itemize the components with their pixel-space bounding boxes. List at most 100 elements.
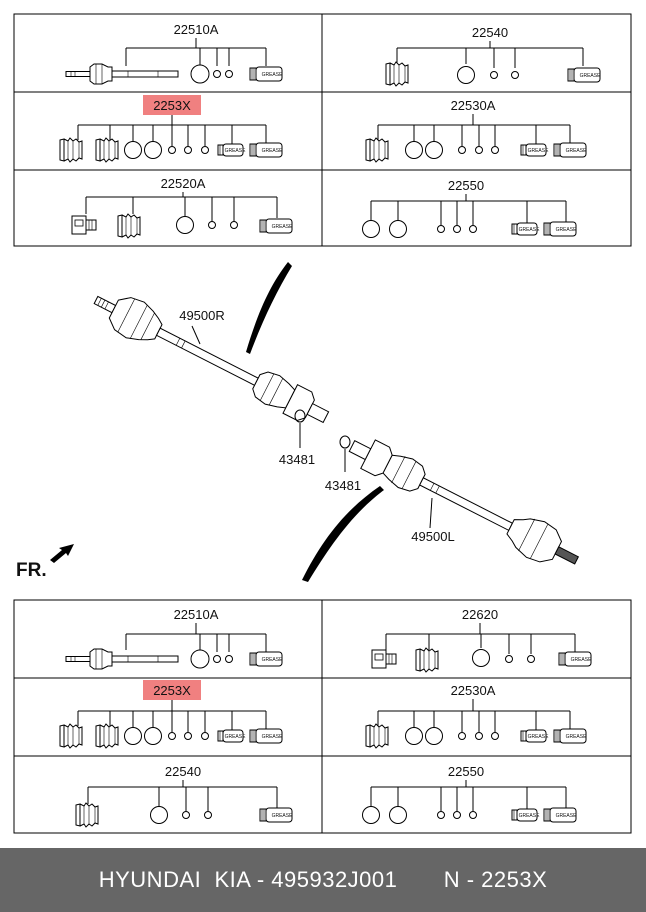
clamp-ring-icon <box>491 732 499 740</box>
clamp-ring-icon <box>208 221 216 229</box>
clamp-ring-icon <box>437 811 445 819</box>
grease-tube-icon: GREASE <box>520 729 550 743</box>
boot-ring-icon <box>457 66 475 84</box>
cell-22530a[interactable]: 22530A GREASE GREASE <box>365 683 588 749</box>
grease-tube-icon: GREASE <box>217 143 247 157</box>
snap-ring-icon <box>339 435 351 449</box>
clamp-ring-icon <box>490 71 498 79</box>
clamp-ring-icon <box>475 732 483 740</box>
snap-ring-43481-right[interactable]: 43481 <box>279 409 315 467</box>
clamp-ring-icon <box>168 732 176 740</box>
grease-tube-icon: GREASE <box>249 66 283 82</box>
highlight-box <box>143 95 201 115</box>
boot-icon <box>95 723 119 749</box>
svg-text:GREASE: GREASE <box>262 657 284 663</box>
clamp-ring-icon <box>182 811 190 819</box>
cell-label: 22510A <box>174 22 219 37</box>
boot-ring-icon <box>362 806 380 824</box>
svg-text:GREASE: GREASE <box>225 148 247 154</box>
boot-ring-icon <box>176 216 194 234</box>
callout-43481-left: 43481 <box>325 478 361 493</box>
svg-text:GREASE: GREASE <box>556 227 578 233</box>
cell-label: 22540 <box>472 25 508 40</box>
cell-label: 22550 <box>448 764 484 779</box>
boot-icon <box>385 61 409 87</box>
clamp-ring-icon <box>458 732 466 740</box>
cell-label: 22540 <box>165 764 201 779</box>
cell-2253x[interactable]: 2253X GREASE GREASE <box>59 95 283 163</box>
bottom-parts-table: 22510A GREASE 22620 <box>13 599 632 834</box>
clamp-ring-icon <box>469 811 477 819</box>
clamp-ring-icon <box>453 225 461 233</box>
clamp-ring-icon <box>527 655 535 663</box>
clamp-ring-icon <box>225 70 233 78</box>
svg-text:GREASE: GREASE <box>519 813 541 819</box>
boot-ring-icon <box>472 649 490 667</box>
boot-ring-icon <box>190 64 210 84</box>
grease-tube-icon: GREASE <box>558 651 593 667</box>
clamp-ring-icon <box>201 732 209 740</box>
boot-ring-icon <box>144 141 162 159</box>
cell-22620[interactable]: 22620 GREASE <box>371 607 593 673</box>
footer-bar: HYUNDAI KIA - 495932J001 N - 2253X <box>0 848 646 912</box>
clamp-ring-icon <box>184 732 192 740</box>
snap-ring-43481-left[interactable]: 43481 <box>325 435 361 493</box>
grease-tube-icon: GREASE <box>553 728 588 744</box>
boot-ring-icon <box>425 727 443 745</box>
cell-22520a[interactable]: 22520A GREASE <box>71 176 294 239</box>
cell-22550[interactable]: 22550 GREASE GREASE <box>362 764 578 824</box>
shaft-assembly-icon <box>65 648 179 670</box>
clamp-ring-icon <box>453 811 461 819</box>
cell-label: 22530A <box>451 683 496 698</box>
top-parts-table: 22510A GREASE 22540 <box>13 13 632 247</box>
cv-joint-icon <box>371 649 397 669</box>
clamp-ring-icon <box>201 146 209 154</box>
grease-tube-icon: GREASE <box>259 218 294 234</box>
svg-text:GREASE: GREASE <box>272 224 294 230</box>
svg-text:GREASE: GREASE <box>272 813 294 819</box>
boot-ring-icon <box>124 141 142 159</box>
shaft-49500l[interactable]: 49500L <box>343 428 586 578</box>
grease-tube-icon: GREASE <box>543 221 578 237</box>
cell-22530a[interactable]: 22530A GREASE GREASE <box>365 98 587 163</box>
clamp-ring-icon <box>184 146 192 154</box>
clamp-ring-icon <box>225 655 233 663</box>
svg-text:GREASE: GREASE <box>528 734 550 740</box>
grease-tube-icon: GREASE <box>249 651 284 667</box>
cell-22540[interactable]: 22540 GREASE <box>385 25 602 87</box>
boot-ring-icon <box>389 220 407 238</box>
shaft-49500r[interactable]: 49500R <box>87 282 335 435</box>
svg-text:GREASE: GREASE <box>580 73 602 79</box>
grease-tube-icon: GREASE <box>553 142 587 158</box>
curved-arrow-icon <box>302 486 384 582</box>
clamp-ring-icon <box>168 146 176 154</box>
grease-tube-icon: GREASE <box>249 728 283 744</box>
cell-2253x[interactable]: 2253X GREASE GREASE <box>59 680 283 749</box>
footer-code: N - 2253X <box>443 867 548 892</box>
cell-22510a[interactable]: 22510A GREASE <box>65 22 283 85</box>
boot-ring-icon <box>362 220 380 238</box>
boot-ring-icon <box>190 649 210 669</box>
cell-label: 22530A <box>451 98 496 113</box>
cell-label: 2253X <box>153 683 191 698</box>
clamp-ring-icon <box>213 655 221 663</box>
parts-diagram: 22510A GREASE 22540 <box>13 13 632 834</box>
cell-22540[interactable]: 22540 GREASE <box>75 764 294 828</box>
grease-tube-icon: GREASE <box>249 142 283 158</box>
cell-22510a[interactable]: 22510A GREASE <box>65 607 284 670</box>
clamp-ring-icon <box>469 225 477 233</box>
clamp-ring-icon <box>475 146 483 154</box>
cell-22550[interactable]: 22550 GREASE GREASE <box>362 178 578 238</box>
boot-ring-icon <box>425 141 443 159</box>
boot-icon <box>59 137 83 163</box>
boot-ring-icon <box>405 141 423 159</box>
boot-ring-icon <box>124 727 142 745</box>
clamp-ring-icon <box>204 811 212 819</box>
grease-tube-icon: GREASE <box>217 729 246 743</box>
svg-text:GREASE: GREASE <box>528 148 550 154</box>
boot-icon <box>59 723 83 749</box>
snap-ring-icon <box>294 409 306 423</box>
svg-text:GREASE: GREASE <box>571 657 593 663</box>
svg-text:GREASE: GREASE <box>566 734 588 740</box>
curved-arrow-icon <box>246 262 292 354</box>
